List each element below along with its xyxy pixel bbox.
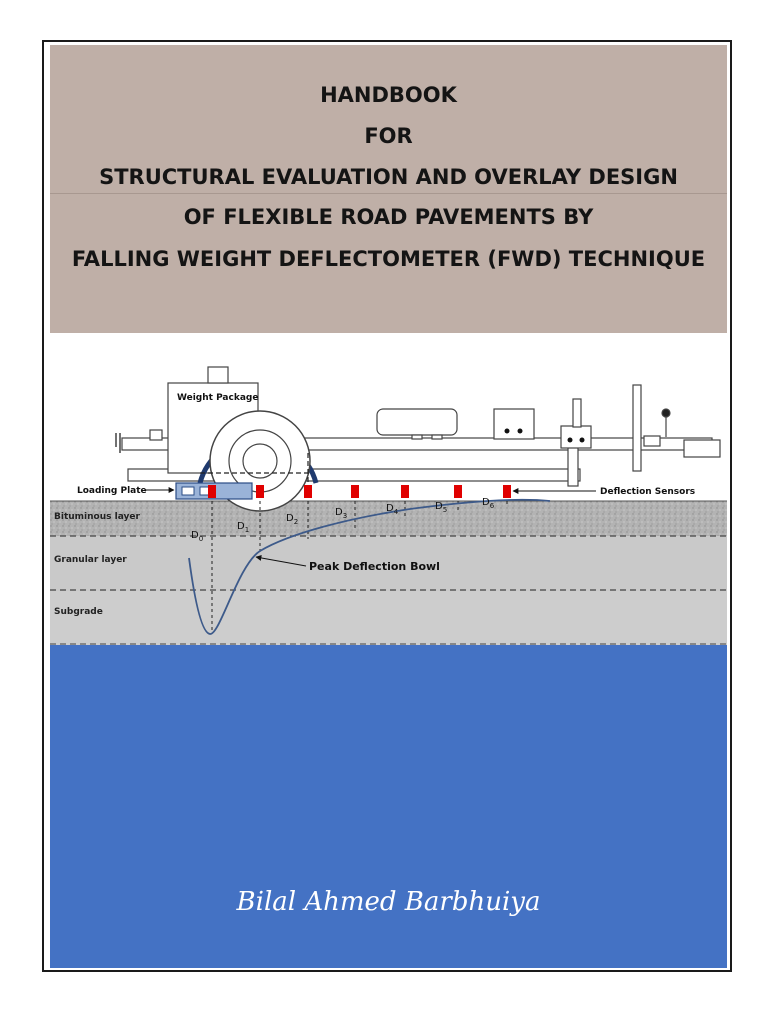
sensor-markers xyxy=(208,485,511,498)
subgrade-layer xyxy=(50,591,727,645)
sensor-d0 xyxy=(208,485,216,498)
title-line-4: OF FLEXIBLE ROAD PAVEMENTS BY xyxy=(183,205,594,229)
title-line-5: FALLING WEIGHT DEFLECTOMETER (FWD) TECHN… xyxy=(71,247,706,271)
layer-label-subgrade: Subgrade xyxy=(54,607,103,617)
author-name: Bilal Ahmed Barbhuiya xyxy=(236,887,541,917)
layer-label-granular: Granular layer xyxy=(54,555,127,565)
title-line-1: HANDBOOK xyxy=(320,83,457,107)
title-line-3: STRUCTURAL EVALUATION AND OVERLAY DESIGN xyxy=(99,165,678,189)
panel-seam xyxy=(50,193,727,194)
sensor-label-d1: D1 xyxy=(237,521,249,534)
granular-layer xyxy=(50,536,727,591)
title-panel: HANDBOOK FOR STRUCTURAL EVALUATION AND O… xyxy=(50,45,727,333)
peak-deflection-bowl-label: Peak Deflection Bowl xyxy=(309,560,440,573)
sensor-label-d5: D5 xyxy=(435,501,447,514)
layer-label-bituminous: Bituminous layer xyxy=(54,512,140,522)
sensor-d6 xyxy=(503,485,511,498)
deflection-sensors-label: Deflection Sensors xyxy=(600,487,695,497)
author-panel: Bilal Ahmed Barbhuiya xyxy=(50,645,727,968)
sensor-label-d2: D2 xyxy=(286,513,298,526)
sensor-label-d3: D3 xyxy=(335,507,347,520)
cover-frame xyxy=(42,40,732,972)
sensor-label-d0: D0 xyxy=(191,530,203,543)
sensor-label-d4: D4 xyxy=(386,503,399,516)
loading-plate-label: Loading Plate xyxy=(77,486,147,496)
deflection-bowl-curve xyxy=(188,498,551,635)
weight-package-label: Weight Package xyxy=(177,393,258,403)
sensor-d3 xyxy=(351,485,359,498)
sensor-d5 xyxy=(454,485,462,498)
sensor-d1 xyxy=(256,485,264,498)
sensor-label-d6: D6 xyxy=(482,497,495,510)
title-line-2: FOR xyxy=(364,124,413,148)
sensor-d4 xyxy=(401,485,409,498)
sensor-d2 xyxy=(304,485,312,498)
fwd-diagram: Bituminous layer Granular layer Subgrade xyxy=(50,333,727,645)
bituminous-layer xyxy=(50,501,727,536)
